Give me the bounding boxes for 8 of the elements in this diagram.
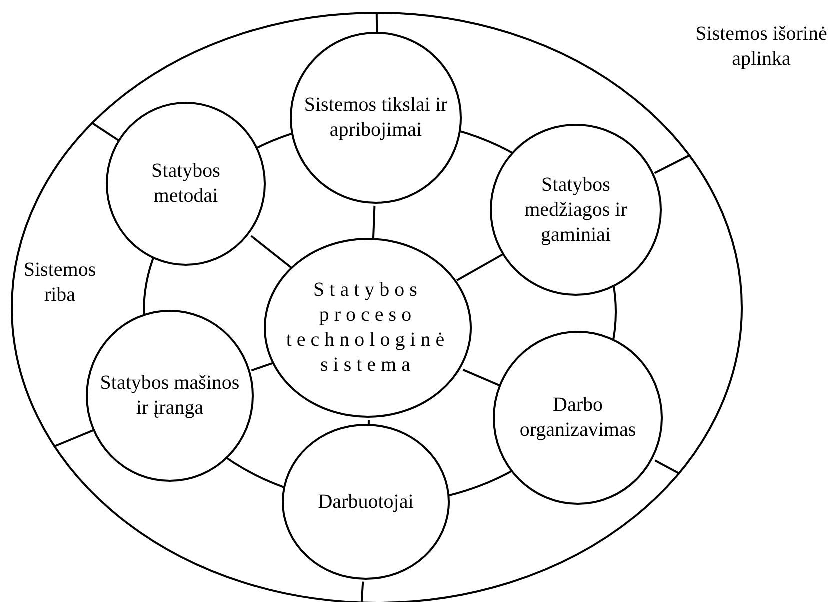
connector-line	[376, 12, 378, 34]
connector-line	[360, 582, 364, 602]
region-label: Sistemos riba	[22, 258, 98, 308]
connector-line	[654, 460, 680, 475]
connector-line	[53, 429, 94, 448]
connector-line	[91, 122, 122, 143]
connector-line	[654, 154, 691, 174]
region-label: Sistemos išorinė aplinka	[694, 22, 828, 72]
